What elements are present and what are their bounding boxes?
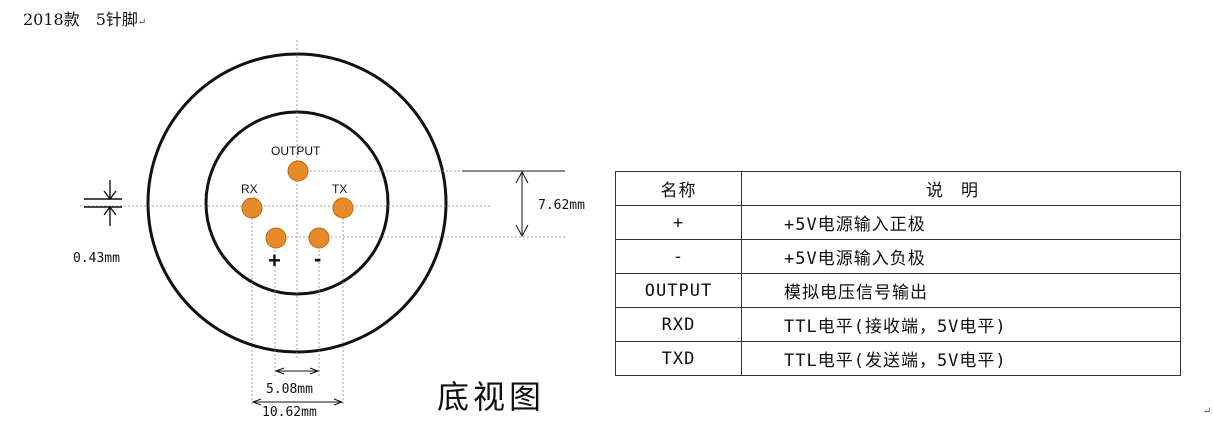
dimension-label-outer-spacing: 10.62mm bbox=[262, 405, 317, 420]
pin-label-tx: TX bbox=[332, 182, 347, 196]
row-description: +5V电源输入负极 bbox=[741, 239, 1181, 274]
dimension-label-pin-spacing: 5.08mm bbox=[266, 382, 313, 397]
row-name: - bbox=[615, 239, 742, 274]
table-row: RXD TTL电平(接收端，5V电平) bbox=[615, 307, 1181, 342]
offset-dimension bbox=[84, 180, 122, 226]
row-description: TTL电平(发送端，5V电平) bbox=[741, 341, 1181, 376]
pins bbox=[241, 160, 354, 249]
pin-plus bbox=[265, 227, 287, 249]
height-dimension bbox=[462, 170, 565, 238]
pin-tx bbox=[332, 197, 354, 219]
outer-ring bbox=[146, 52, 448, 354]
inner-ring bbox=[204, 110, 390, 296]
pin-table: 名称 说明 + +5V电源输入正极 - +5V电源输入负极 OUTPUT 模拟电… bbox=[615, 171, 1181, 376]
row-description: 模拟电压信号输出 bbox=[741, 273, 1181, 308]
row-description: TTL电平(接收端，5V电平) bbox=[741, 307, 1181, 342]
table-header-row: 名称 说明 bbox=[615, 171, 1181, 206]
row-name: OUTPUT bbox=[615, 273, 742, 308]
header-name: 名称 bbox=[615, 171, 742, 206]
row-name: + bbox=[615, 205, 742, 240]
return-mark-icon: ↵ bbox=[1203, 406, 1212, 417]
pin-label-minus: - bbox=[314, 246, 321, 271]
row-description: +5V电源输入正极 bbox=[741, 205, 1181, 240]
row-name: TXD bbox=[615, 341, 742, 376]
width-dimensions bbox=[251, 367, 344, 406]
return-mark-icon: ↵ bbox=[137, 17, 147, 28]
guide-lines bbox=[80, 40, 565, 405]
view-title: 底视图 bbox=[437, 378, 546, 416]
table-row: - +5V电源输入负极 bbox=[615, 239, 1181, 274]
pin-label-plus: + bbox=[268, 248, 281, 273]
table-row: TXD TTL电平(发送端，5V电平) bbox=[615, 341, 1181, 376]
pin-rx bbox=[241, 197, 263, 219]
dimension-label-offset: 0.43mm bbox=[73, 251, 120, 266]
table-row: OUTPUT 模拟电压信号输出 bbox=[615, 273, 1181, 308]
pin-label-rx: RX bbox=[241, 182, 258, 196]
pin-minus bbox=[308, 227, 330, 249]
dimension-label-height: 7.62mm bbox=[538, 198, 585, 213]
header-description: 说明 bbox=[741, 171, 1181, 206]
pin-output bbox=[287, 160, 309, 182]
table-row: + +5V电源输入正极 bbox=[615, 205, 1181, 240]
row-name: RXD bbox=[615, 307, 742, 342]
diagram-heading: 2018款 5针脚↵ bbox=[23, 10, 147, 29]
pin-label-output: OUTPUT bbox=[271, 144, 321, 158]
